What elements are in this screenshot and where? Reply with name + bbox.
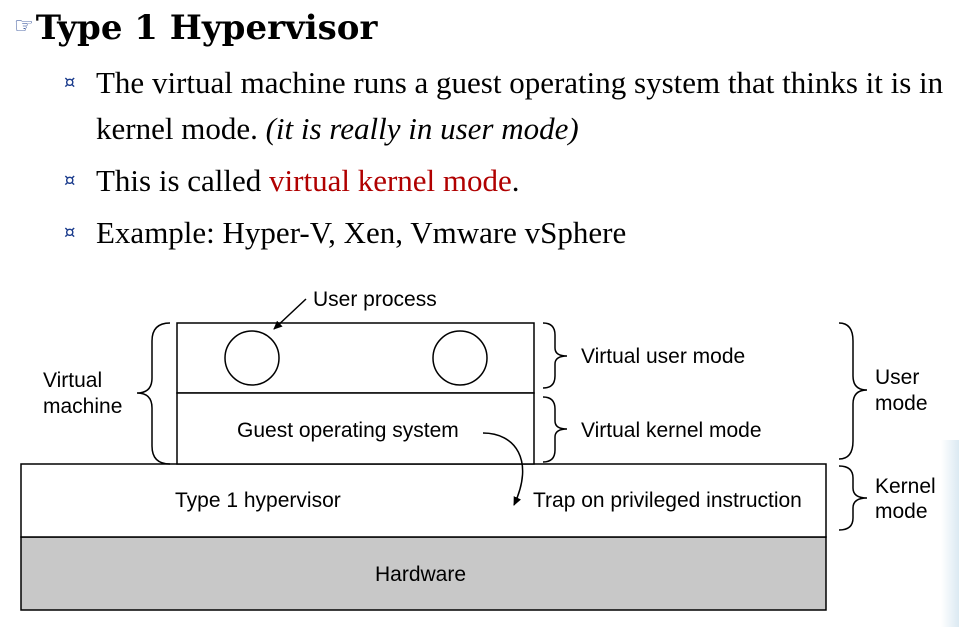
hypervisor-label: Type 1 hypervisor (175, 489, 341, 512)
decorative-edge (941, 440, 959, 627)
virtual-kernel-mode-brace (542, 396, 568, 463)
slide-title: ☞Type 1 Hypervisor (14, 4, 377, 50)
guest-os-label: Guest operating system (237, 419, 459, 442)
bullet-prefix: This is called (96, 163, 270, 198)
user-mode-label-line2: mode (875, 392, 928, 415)
virtual-user-mode-label: Virtual user mode (581, 345, 745, 368)
user-mode-brace (838, 322, 868, 460)
user-mode-label-line1: User (875, 366, 919, 389)
virtual-user-mode-brace (542, 322, 568, 389)
bullet-italic-note: (it is really in user mode) (265, 111, 579, 146)
bullet-list: ¤ The virtual machine runs a guest opera… (64, 60, 954, 262)
title-text: Type 1 Hypervisor (35, 8, 378, 48)
kernel-mode-label-line2: mode (875, 500, 928, 523)
bullet-text: Example: Hyper-V, Xen, Vmware vSphere (96, 215, 627, 250)
sparkle-bullet-icon: ¤ (64, 72, 76, 93)
bullet-highlight: virtual kernel mode (269, 163, 512, 198)
sparkle-bullet-icon: ¤ (64, 170, 76, 191)
bullet-item: ¤ The virtual machine runs a guest opera… (64, 60, 954, 152)
bullet-item: ¤ Example: Hyper-V, Xen, Vmware vSphere (64, 210, 954, 256)
user-process-circle (432, 330, 488, 386)
virtual-kernel-mode-label: Virtual kernel mode (581, 419, 762, 442)
hypervisor-box (20, 463, 827, 538)
bullet-item: ¤ This is called virtual kernel mode. (64, 158, 954, 204)
user-process-arrow (273, 298, 307, 330)
kernel-mode-brace (838, 465, 868, 531)
virtual-user-box (176, 322, 535, 394)
sparkle-bullet-icon: ¤ (64, 222, 76, 243)
bullet-suffix: . (511, 163, 520, 198)
hardware-box (20, 536, 827, 611)
trap-arrow (482, 432, 524, 506)
user-process-circle (224, 330, 280, 386)
user-process-label: User process (313, 288, 437, 311)
hardware-label: Hardware (375, 563, 466, 586)
kernel-mode-label-line1: Kernel (875, 475, 936, 498)
bullet-text: The virtual machine runs a guest operati… (96, 65, 944, 146)
trap-label: Trap on privileged instruction (533, 489, 802, 512)
guest-os-box (176, 392, 535, 465)
virtual-machine-label-line1: Virtual (43, 369, 102, 392)
virtual-machine-label-line2: machine (43, 395, 122, 418)
pointing-hand-icon: ☞ (14, 14, 34, 39)
virtual-machine-brace (136, 322, 171, 465)
